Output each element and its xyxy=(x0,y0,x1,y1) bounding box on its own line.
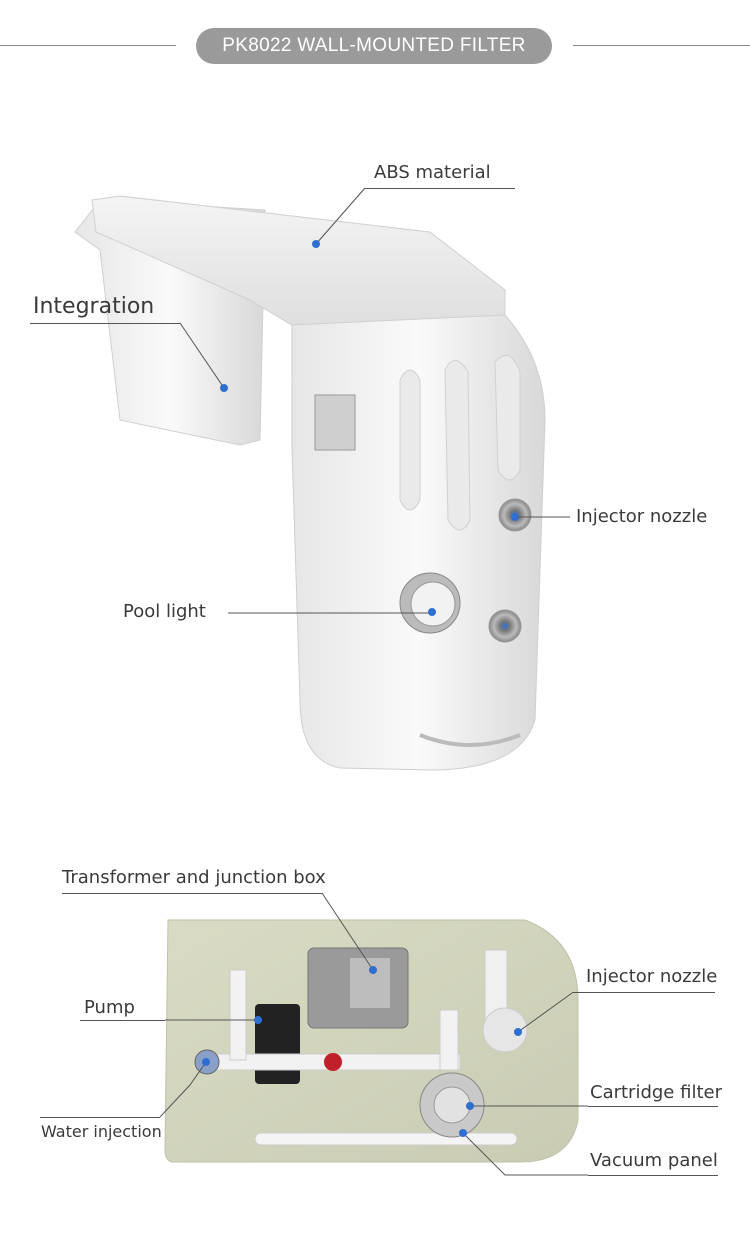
page-title: PK8022 WALL-MOUNTED FILTER xyxy=(196,28,552,64)
underline-abs xyxy=(365,188,515,189)
marker-injector-bottom xyxy=(514,1028,522,1036)
marker-pump xyxy=(254,1016,262,1024)
header-rule-right xyxy=(573,45,750,46)
marker-water-injection xyxy=(202,1058,210,1066)
label-water-injection: Water injection xyxy=(41,1122,162,1141)
underline-water-injection xyxy=(40,1117,160,1118)
underline-transformer xyxy=(62,893,322,894)
marker-cartridge xyxy=(466,1102,474,1110)
marker-transformer xyxy=(369,966,377,974)
marker-abs xyxy=(312,240,320,248)
header-rule-left xyxy=(0,45,176,46)
marker-vacuum xyxy=(459,1129,467,1137)
label-injector-nozzle-bottom: Injector nozzle xyxy=(586,966,718,987)
label-pump: Pump xyxy=(84,997,135,1018)
label-transformer: Transformer and junction box xyxy=(62,867,326,888)
underline-vacuum xyxy=(588,1175,718,1176)
marker-integration xyxy=(220,384,228,392)
label-pool-light: Pool light xyxy=(123,601,206,622)
product-illustration xyxy=(74,187,570,771)
underline-injector-bottom xyxy=(572,992,715,993)
pump xyxy=(255,1004,300,1084)
marker-injector-top xyxy=(511,513,519,521)
label-abs-material: ABS material xyxy=(374,162,491,183)
marker-pool-light xyxy=(428,608,436,616)
label-integration: Integration xyxy=(33,294,155,319)
underline-pump xyxy=(80,1020,165,1021)
underline-cartridge xyxy=(588,1106,718,1107)
label-injector-nozzle-top: Injector nozzle xyxy=(576,506,708,527)
label-cartridge-filter: Cartridge filter xyxy=(590,1082,722,1103)
label-vacuum-panel: Vacuum panel xyxy=(590,1150,718,1171)
underline-integration xyxy=(30,323,180,324)
